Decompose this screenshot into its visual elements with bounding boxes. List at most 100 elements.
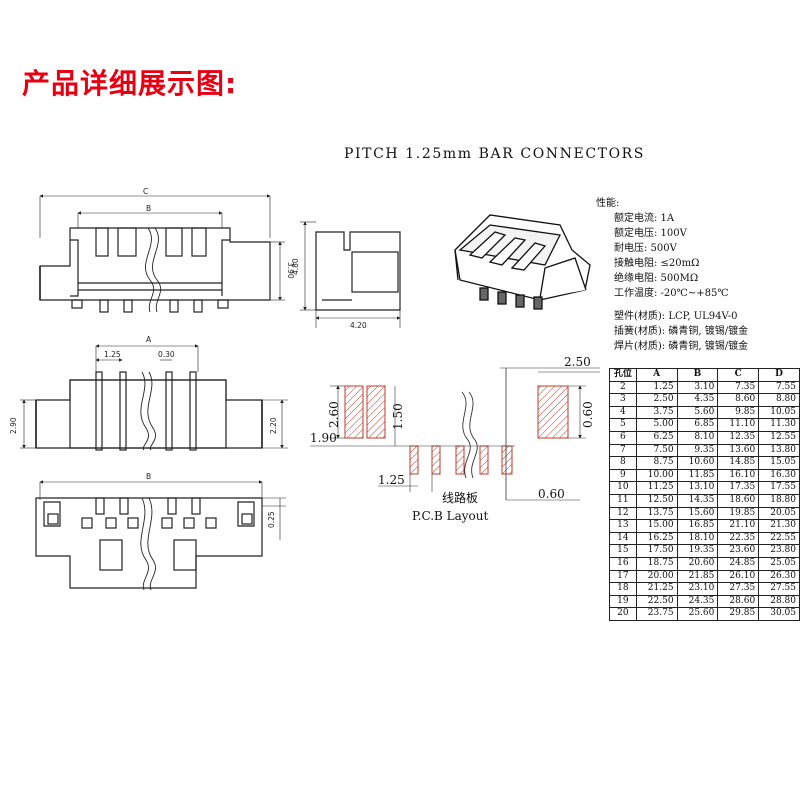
- table-cell-value: 20.00: [635, 569, 678, 584]
- table-cell-value: 26.10: [717, 569, 760, 584]
- pcb-layout-label: P.C.B Layout: [412, 509, 489, 523]
- table-header-row: 孔位 A B C D: [609, 368, 800, 382]
- table-cell-value: 13.75: [635, 506, 678, 521]
- table-cell-value: 12.50: [635, 493, 678, 508]
- dim-pin-width: 0.30: [158, 350, 175, 359]
- pcb-board-edge-label: 线路板: [442, 490, 478, 505]
- bottom-view: [35, 480, 286, 591]
- table-cell-value: 10.05: [758, 405, 800, 420]
- spec-block: 性能: 额定电流: 1A 额定电压: 100V 耐电压: 500V 接触电阻: …: [596, 196, 748, 354]
- table-cell-value: 24.85: [717, 556, 760, 571]
- table-cell-position: 18: [609, 582, 637, 596]
- table-cell-value: 12.35: [717, 430, 760, 445]
- dim-bottom-offset: 0.25: [267, 511, 276, 528]
- table-cell-value: 16.30: [758, 468, 800, 483]
- table-cell-value: 28.60: [717, 594, 760, 609]
- pcb-pad-offset: 0.60: [581, 401, 595, 428]
- spec-current: 额定电流: 1A: [614, 213, 675, 224]
- table-cell-value: 11.30: [758, 418, 800, 432]
- table-cell-value: 25.05: [758, 556, 800, 571]
- table-cell-value: 22.55: [758, 531, 800, 546]
- pcb-pad-width: 2.50: [564, 355, 591, 369]
- table-cell-value: 23.80: [758, 544, 800, 558]
- table-cell-value: 11.85: [676, 468, 719, 483]
- pcb-pad-height: 2.60: [327, 401, 341, 428]
- table-cell-value: 13.10: [676, 481, 719, 495]
- spec-housing-material: 塑件(材质): LCP, UL94V-0: [614, 311, 738, 322]
- table-cell-value: 12.55: [758, 430, 800, 445]
- table-cell-value: 8.80: [758, 393, 800, 407]
- table-header: D: [758, 368, 800, 382]
- table-cell-value: 18.60: [717, 493, 760, 508]
- table-cell-value: 4.35: [676, 393, 719, 407]
- table-cell-value: 18.80: [758, 493, 800, 508]
- dim-top-height: 3.90: [286, 262, 295, 279]
- table-cell-position: 4: [609, 405, 637, 420]
- table-cell-value: 3.10: [676, 380, 719, 395]
- table-cell-value: 18.10: [676, 531, 719, 546]
- table-cell-value: 17.50: [635, 544, 678, 558]
- table-cell-value: 6.25: [635, 430, 678, 445]
- table-cell-value: 28.80: [758, 594, 800, 609]
- front-view: [20, 344, 288, 451]
- table-cell-value: 7.50: [635, 443, 678, 458]
- page-heading: 产品详细展示图:: [22, 67, 238, 100]
- table-cell-value: 8.60: [717, 393, 760, 407]
- table-cell-value: 19.35: [676, 544, 719, 558]
- table-cell-position: 19: [609, 594, 637, 609]
- table-header: A: [635, 368, 678, 382]
- table-cell-value: 15.05: [758, 456, 800, 470]
- table-cell-value: 29.85: [717, 607, 760, 621]
- table-cell-position: 12: [609, 506, 637, 521]
- table-cell-value: 16.85: [676, 519, 719, 533]
- table-cell-value: 22.35: [717, 531, 760, 546]
- table-cell-value: 17.35: [717, 481, 760, 495]
- spec-contact-material: 插簧(材质): 磷青铜, 镀锡/镀金: [614, 326, 749, 337]
- table-cell-value: 18.75: [635, 556, 678, 571]
- table-cell-value: 21.85: [676, 569, 719, 584]
- table-cell-value: 7.35: [717, 380, 760, 395]
- table-cell-value: 15.00: [635, 519, 678, 533]
- top-view: [39, 194, 285, 313]
- table-cell-position: 2: [609, 380, 637, 395]
- table-cell-value: 16.25: [635, 531, 678, 546]
- dim-front-left-height: 2.90: [9, 417, 18, 434]
- table-cell-value: 9.35: [676, 443, 719, 458]
- dim-b-label: B: [146, 204, 151, 213]
- table-cell-position: 3: [609, 393, 637, 407]
- dim-side-height: 4.80: [291, 258, 300, 275]
- table-cell-value: 23.10: [676, 582, 719, 596]
- spec-voltage: 额定电压: 100V: [614, 228, 687, 239]
- table-cell-position: 8: [609, 456, 637, 470]
- table-cell-value: 27.55: [758, 582, 800, 596]
- table-cell-value: 23.75: [635, 607, 678, 621]
- pcb-row-offset: 1.90: [310, 431, 337, 445]
- side-view: [300, 221, 401, 328]
- table-cell-value: 13.80: [758, 443, 800, 458]
- table-cell-value: 20.05: [758, 506, 800, 521]
- dim-bottom-b-label: B: [146, 472, 151, 481]
- table-cell-value: 26.30: [758, 569, 800, 584]
- table-cell-position: 7: [609, 443, 637, 458]
- table-cell-value: 27.35: [717, 582, 760, 596]
- table-cell-position: 11: [609, 493, 637, 508]
- spec-temperature: 工作温度: -20℃~+85℃: [614, 288, 729, 299]
- table-cell-value: 20.60: [676, 556, 719, 571]
- table-cell-value: 8.10: [676, 430, 719, 445]
- table-cell-value: 19.85: [717, 506, 760, 521]
- table-cell-value: 10.00: [635, 468, 678, 483]
- table-cell-position: 20: [609, 607, 637, 621]
- table-cell-value: 1.25: [635, 380, 678, 395]
- table-cell-value: 8.75: [635, 456, 678, 470]
